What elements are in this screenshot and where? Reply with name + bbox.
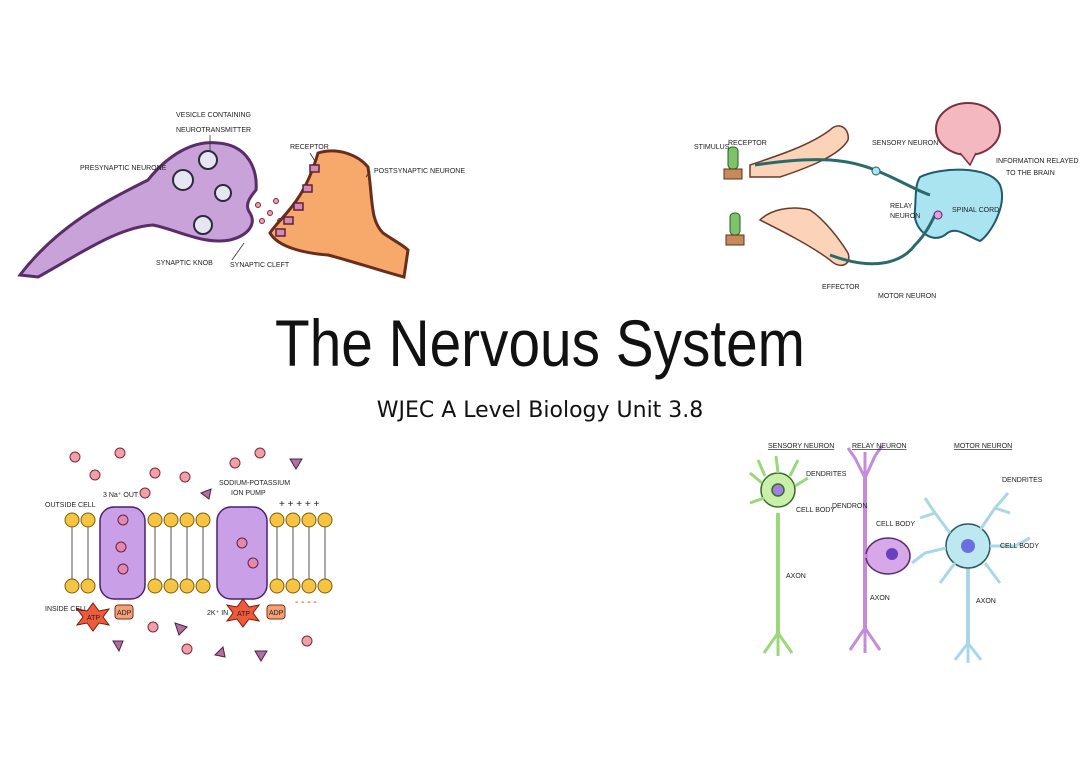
relay-label-2: NEURON (890, 213, 920, 220)
sensory-neuron-label: SENSORY NEURON (872, 140, 938, 147)
neuron-types-diagram: SENSORY NEURON RELAY NEURON MOTOR NEURON… (749, 443, 1043, 663)
info-label-2: TO THE BRAIN (1006, 170, 1055, 177)
reflex-arc-diagram: STIMULUS RECEPTOR SENSORY NEURON INFORMA… (694, 102, 1079, 300)
upper-arm (749, 125, 849, 178)
relay-cell-body-label: CELL BODY (876, 521, 915, 528)
relay-axon-label: AXON (870, 595, 890, 602)
slide-title: The Nervous System (275, 306, 805, 380)
motor-dendrites-label: DENDRITES (1002, 477, 1043, 484)
brain-shape (935, 102, 1001, 156)
positive-charge-label: + + + + + (279, 499, 319, 510)
info-label-1: INFORMATION RELAYED (996, 158, 1079, 165)
atp-burst-1 (75, 602, 111, 632)
presynaptic-neurone-shape (17, 141, 258, 279)
relay-label-1: RELAY (890, 203, 913, 210)
motor-neuron-shape (911, 492, 1031, 663)
outside-ions (69, 447, 266, 499)
cactus-top (723, 146, 743, 180)
motor-cell-body-label: CELL BODY (1000, 543, 1039, 550)
cactus-bottom (725, 212, 745, 246)
pump-label-2: ION PUMP (231, 490, 266, 497)
adp-box-1 (114, 604, 134, 620)
atp-burst-2 (225, 598, 261, 628)
neurotransmitter-dots (255, 198, 283, 224)
synapse-diagram: VESICLE CONTAINING NEUROTRANSMITTER PRES… (17, 112, 465, 279)
atp-label-1: ATP (87, 615, 100, 622)
motor-neuron-title: MOTOR NEURON (954, 443, 1012, 450)
pump-protein-1 (99, 506, 146, 600)
vesicle-label-1: VESICLE CONTAINING (176, 112, 251, 119)
outside-cell-label: OUTSIDE CELL (45, 502, 96, 509)
relay-dendron-label: DENDRON (832, 503, 867, 510)
lower-arm (758, 207, 850, 267)
synaptic-knob-label: SYNAPTIC KNOB (156, 260, 213, 267)
adp-box-2 (266, 604, 286, 620)
vesicle-label-2: NEUROTRANSMITTER (176, 127, 251, 134)
sodium-potassium-pump-diagram: 3 Na⁺ OUT SODIUM-POTASSIUM ION PUMP OUTS… (45, 447, 333, 662)
motor-neuron-label: MOTOR NEURON (878, 293, 936, 300)
phospholipid-heads (64, 512, 333, 594)
sensory-neuron-shape (749, 455, 809, 656)
inside-cell-label: INSIDE CELL (45, 606, 88, 613)
receptor-label: RECEPTOR (290, 144, 329, 151)
vesicle-group (172, 150, 232, 235)
adp-label-1: ADP (117, 610, 132, 617)
slide-subtitle: WJEC A Level Biology Unit 3.8 (376, 398, 704, 423)
reflex-receptor-label: RECEPTOR (728, 140, 767, 147)
relay-neuron-title: RELAY NEURON (852, 443, 907, 450)
sensory-axon-label: AXON (786, 573, 806, 580)
pump-label-1: SODIUM-POTASSIUM (219, 480, 290, 487)
stimulus-label: STIMULUS (694, 144, 730, 151)
adp-label-2: ADP (269, 610, 284, 617)
pump-protein-2 (216, 506, 268, 600)
receptor-group (275, 164, 320, 237)
sensory-dendrites-label: DENDRITES (806, 471, 847, 478)
spinal-cord-shape (913, 168, 1003, 243)
k-in-label: 2K⁺ IN (207, 610, 228, 617)
relay-neuron-shape (846, 445, 911, 653)
presynaptic-label: PRESYNAPTIC NEURONE (80, 165, 167, 172)
negative-charge-label: - - - - (295, 597, 317, 608)
postsynaptic-label: POSTSYNAPTIC NEURONE (374, 168, 465, 175)
spinal-cord-label: SPINAL CORD (952, 207, 999, 214)
effector-label: EFFECTOR (822, 284, 860, 291)
motor-axon-label: AXON (976, 598, 996, 605)
sensory-neuron-title: SENSORY NEURON (768, 443, 834, 450)
sensory-cell-body-label: CELL BODY (796, 507, 835, 514)
postsynaptic-neurone-shape (268, 149, 410, 279)
na-out-label: 3 Na⁺ OUT (103, 492, 139, 499)
synaptic-cleft-label: SYNAPTIC CLEFT (230, 262, 290, 269)
atp-label-2: ATP (237, 611, 250, 618)
